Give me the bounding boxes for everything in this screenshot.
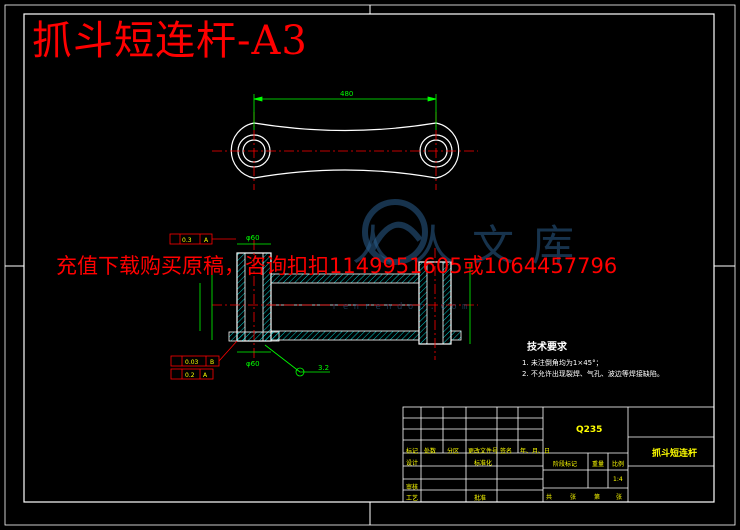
section-dimensions: [199, 243, 471, 373]
overlay-contact-text: 充值下载购买原稿，咨询扣扣1149951605或1064457796: [56, 254, 618, 278]
diameter-bottom-label: φ60: [246, 360, 260, 368]
label-design: 设计: [406, 460, 419, 467]
label-sheet-of: 张: [570, 494, 577, 501]
flatness-datum: A: [204, 237, 209, 244]
header-date: 年、月、日: [520, 448, 551, 455]
roughness-marker: [295, 367, 305, 377]
label-sheets: 共: [546, 494, 553, 501]
roughness-label: 3.2: [318, 364, 329, 372]
perpendicularity-value: 0.2: [185, 372, 195, 379]
header-mark: 标记: [406, 448, 419, 455]
tolerance-frame-parallelism: [170, 340, 238, 380]
center-distance-label: 480: [340, 90, 353, 98]
diameter-top-label: φ60: [246, 234, 260, 242]
label-sheet-unit: 张: [616, 494, 623, 501]
label-review: 审核: [406, 484, 419, 491]
tolerance-frame-flatness: [169, 233, 236, 245]
label-process: 工艺: [406, 495, 419, 502]
title-block: [402, 406, 715, 503]
header-change-doc: 更改文件号: [468, 448, 499, 455]
material-label: Q235: [576, 425, 603, 435]
watermark-brand: 人人文库: [352, 221, 593, 270]
watermark-url: r e n r e n d o c . c o m: [332, 302, 468, 312]
label-approve: 批准: [474, 495, 487, 502]
label-stage-mark: 阶段标记: [553, 461, 578, 468]
requirement-2: 2. 不允许出现裂焊、气孔、波边等焊接缺陷。: [522, 370, 664, 378]
label-weight: 重量: [592, 461, 605, 468]
label-sheet-no: 第: [594, 494, 601, 501]
scale-value: 1:4: [613, 476, 623, 483]
requirement-1: 1. 未注倒角均为1×45°；: [522, 359, 603, 367]
label-standardize: 标准化: [474, 460, 493, 467]
header-sign: 签名: [500, 448, 513, 455]
label-ratio: 比例: [612, 461, 625, 468]
perpendicularity-datum: A: [203, 372, 208, 379]
requirements-heading: 技术要求: [527, 342, 567, 353]
header-zone: 分区: [447, 448, 460, 455]
link-top-view: [230, 122, 460, 179]
parallelism-datum: B: [210, 359, 214, 366]
parallelism-value: 0.03: [185, 359, 199, 366]
header-count: 处数: [424, 448, 437, 455]
top-dimension: [253, 94, 437, 130]
drawing-title: 抓斗短连杆-A3: [32, 18, 308, 64]
part-name-label: 抓斗短连杆: [652, 449, 698, 459]
inner-frame: [23, 13, 715, 503]
flatness-value: 0.3: [182, 237, 192, 244]
watermark-logo: [362, 199, 428, 265]
section-centerlines: [212, 240, 478, 362]
